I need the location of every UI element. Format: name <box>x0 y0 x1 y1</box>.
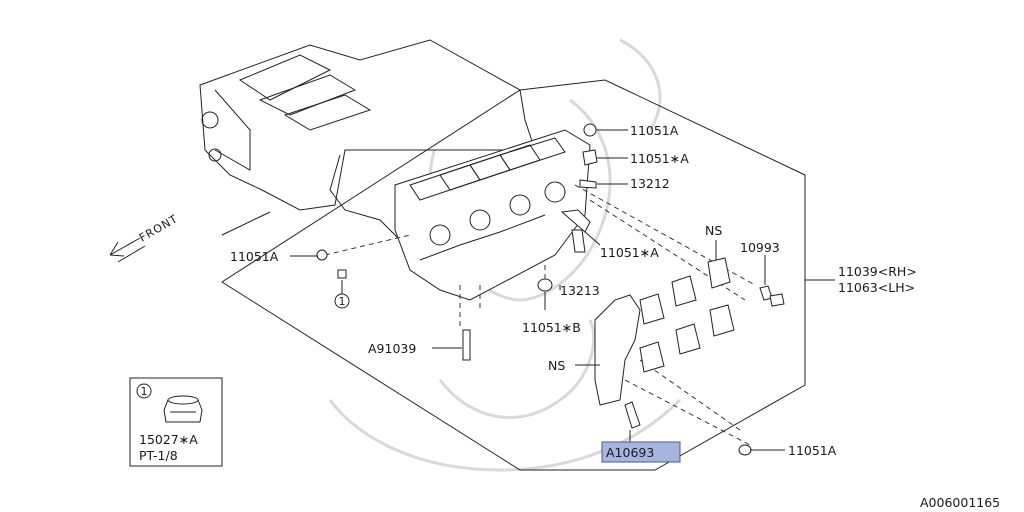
figure-id: A006001165 <box>920 495 1000 510</box>
front-direction-label: FRONT <box>137 212 180 245</box>
part-label-11051-star-a-top: 11051∗A <box>630 151 689 166</box>
part-label-11051a-left: 11051A <box>230 249 279 264</box>
part-label-11051a-bottom: 11051A <box>788 443 837 458</box>
part-label-10993: 10993 <box>740 240 780 255</box>
part-label-ns-cover: NS <box>548 358 565 373</box>
assembly-frame-outline <box>221 79 806 471</box>
front-arrow-icon <box>109 237 146 263</box>
part-label-ns-caps: NS <box>705 223 722 238</box>
inset-part-label: 15027∗A <box>139 432 198 447</box>
hardware-parts <box>316 123 785 456</box>
front-cover-plate <box>594 294 641 406</box>
engine-block-background <box>199 39 536 241</box>
part-label-13212: 13212 <box>630 176 670 191</box>
callout-marker: 1 <box>334 293 350 309</box>
leader-lines <box>290 129 835 451</box>
part-label-11051-star-a-mid: 11051∗A <box>600 245 659 260</box>
part-label-11051a-top: 11051A <box>630 123 679 138</box>
camshaft-caps <box>639 257 735 373</box>
inset-box: 1 15027∗A PT-1/8 <box>129 377 223 467</box>
part-label-11039-rh: 11039<RH> <box>838 264 917 279</box>
callout-marker-number: 1 <box>339 295 346 308</box>
part-label-11051-star-b: 11051∗B <box>522 320 581 335</box>
part-label-a91039: A91039 <box>368 341 416 356</box>
cylinder-head-main <box>394 129 591 301</box>
inset-spec-label: PT-1/8 <box>139 448 178 463</box>
part-label-13213: 13213 <box>560 283 600 298</box>
highlighted-part-box[interactable] <box>601 441 681 463</box>
part-label-11063-lh: 11063<LH> <box>838 280 915 295</box>
inset-number: 1 <box>141 385 148 398</box>
part-label-a10693[interactable]: A10693 <box>606 445 654 460</box>
